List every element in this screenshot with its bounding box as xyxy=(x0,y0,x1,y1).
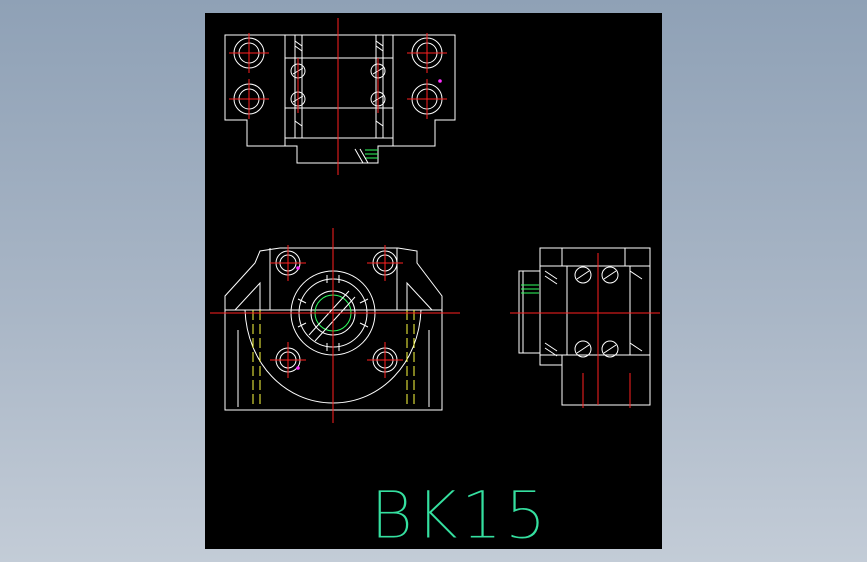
top-locknut-accent xyxy=(365,149,378,159)
top-view-centerlines xyxy=(229,18,447,175)
side-bearing-balls xyxy=(574,266,619,358)
top-view-point xyxy=(438,79,442,83)
side-view-seal-hatch xyxy=(544,270,643,357)
top-view-bearing-lines xyxy=(294,35,384,138)
top-view-inner-body xyxy=(284,35,394,146)
side-view-accent xyxy=(521,284,539,294)
front-view-point-1 xyxy=(296,266,300,270)
front-view-step-lines xyxy=(225,248,442,311)
front-view-outline xyxy=(224,247,443,411)
drawing-title: BK15 xyxy=(370,477,549,554)
front-view-point-2 xyxy=(296,366,300,370)
side-view-outline xyxy=(539,247,651,406)
front-view-side-lines xyxy=(237,330,430,407)
side-view-inner-lines xyxy=(540,248,650,405)
side-view-flange xyxy=(518,270,541,354)
top-view-seal-hatch xyxy=(294,40,384,127)
front-view xyxy=(210,228,460,423)
cad-drawing xyxy=(210,18,660,423)
side-view xyxy=(510,247,660,408)
front-view-centerlines xyxy=(210,228,460,423)
top-locknut-hatch xyxy=(354,148,369,164)
front-view-hidden-lines xyxy=(252,310,415,407)
drawing-sheet: BK15 xyxy=(205,13,662,549)
top-view xyxy=(224,18,456,175)
top-view-outline xyxy=(224,34,456,164)
side-view-centerlines xyxy=(510,253,660,408)
